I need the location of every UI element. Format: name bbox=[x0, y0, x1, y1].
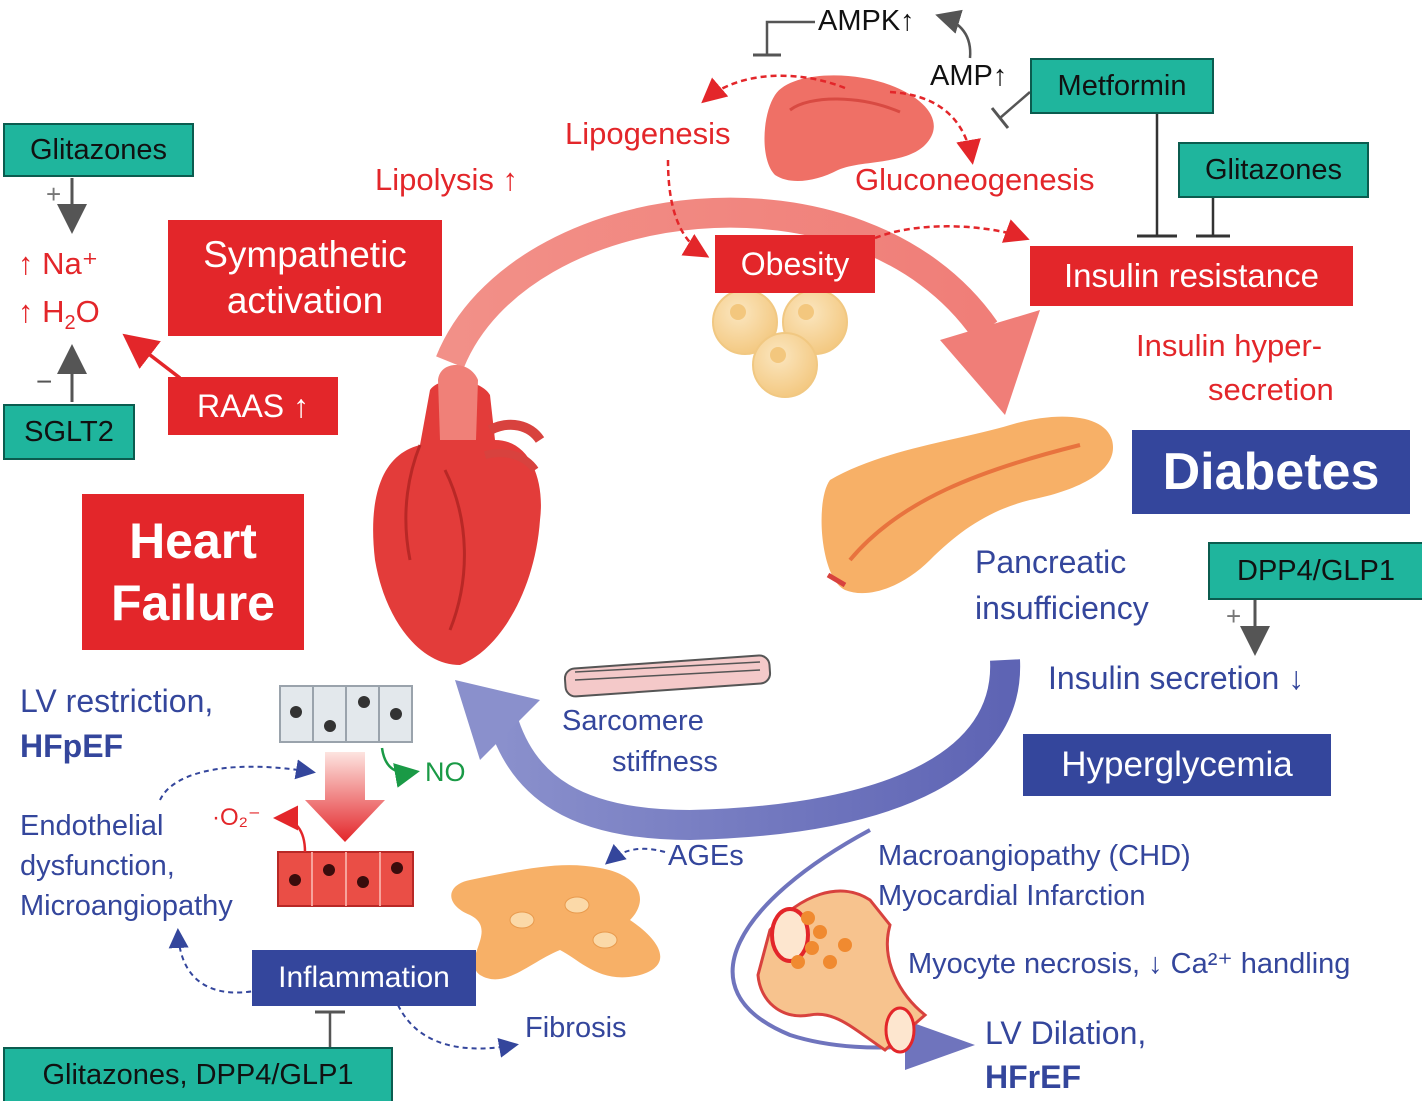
glitazones-right-box: Glitazones bbox=[1178, 142, 1369, 198]
pancreatic-label-1: Pancreatic bbox=[975, 544, 1127, 580]
pancreatic-label-2: insufficiency bbox=[975, 590, 1149, 626]
endothelium-damaged-icon bbox=[277, 851, 414, 907]
endothelial-label-2: dysfunction, bbox=[20, 850, 175, 882]
lipolysis-label: Lipolysis ↑ bbox=[375, 162, 518, 197]
heart-icon bbox=[373, 365, 545, 665]
obesity-box: Obesity bbox=[715, 235, 875, 293]
sarcomere-icon bbox=[563, 654, 772, 698]
fibroblast-icon bbox=[451, 865, 661, 980]
hfpef-label: HFpEF bbox=[20, 728, 124, 764]
amp-to-ampk-arrow bbox=[935, 9, 972, 59]
myocyte-necrosis-label: Myocyte necrosis, ↓ Ca²⁺ handling bbox=[908, 948, 1351, 980]
endothelial-label-1: Endothelial bbox=[20, 810, 164, 842]
raas-box: RAAS ↑ bbox=[168, 377, 338, 435]
water-label: ↑ H2O bbox=[18, 294, 100, 335]
sglt2-box: SGLT2 bbox=[3, 404, 135, 460]
salmon-cycle-arrow bbox=[436, 197, 1040, 415]
fibrosis-label: Fibrosis bbox=[525, 1012, 627, 1044]
lipogenesis-label: Lipogenesis bbox=[565, 116, 731, 151]
endothelial-label-3: Microangiopathy bbox=[20, 890, 233, 922]
artery-icon bbox=[756, 889, 928, 1054]
minus-sign-sglt2: − bbox=[36, 366, 53, 397]
hfref-label: HFrEF bbox=[985, 1059, 1081, 1095]
sodium-label: ↑ Na⁺ bbox=[18, 246, 99, 281]
obesity-to-insulin-resistance-arrow bbox=[874, 219, 1030, 243]
sarcomere-label-2: stiffness bbox=[612, 746, 718, 778]
ampk-label: AMPK↑ bbox=[818, 5, 915, 37]
glitazones-top-left-box: Glitazones bbox=[3, 123, 194, 177]
gluconeogenesis-label: Gluconeogenesis bbox=[855, 162, 1095, 197]
insulin-hypersecretion-label-1: Insulin hyper- bbox=[1136, 328, 1323, 363]
liver-to-lipogenesis-arrow bbox=[701, 74, 846, 104]
metformin-box: Metformin bbox=[1030, 58, 1214, 114]
lipogenesis-to-obesity-arrow bbox=[666, 159, 710, 258]
endothelium-healthy-icon bbox=[279, 685, 413, 743]
inflammation-box: Inflammation bbox=[252, 950, 476, 1006]
macroangiopathy-label: Macroangiopathy (CHD) bbox=[878, 840, 1191, 872]
dpp4-glp1-box: DPP4/GLP1 bbox=[1208, 542, 1422, 600]
glitazones-dpp4-bottom-box: Glitazones, DPP4/GLP1 bbox=[3, 1047, 393, 1101]
amp-label: AMP↑ bbox=[930, 60, 1008, 92]
sarcomere-label-1: Sarcomere bbox=[562, 705, 704, 737]
plus-sign-glitazones: + bbox=[46, 179, 62, 209]
nitric-oxide-label: NO bbox=[425, 757, 466, 787]
diabetes-box: Diabetes bbox=[1132, 430, 1410, 514]
lv-restriction-label: LV restriction, bbox=[20, 683, 214, 719]
insulin-resistance-box: Insulin resistance bbox=[1030, 246, 1353, 306]
fat-cells-icon bbox=[712, 289, 848, 398]
insulin-secretion-label: Insulin secretion ↓ bbox=[1048, 660, 1305, 696]
ages-label: AGEs bbox=[668, 840, 744, 872]
liver-to-gluconeogenesis-arrow bbox=[889, 90, 981, 165]
sympathetic-activation-box: Sympathetic activation bbox=[168, 220, 442, 336]
heart-failure-box: Heart Failure bbox=[82, 494, 304, 650]
plus-sign-dpp4: + bbox=[1226, 601, 1242, 631]
insulin-hypersecretion-label-2: secretion bbox=[1208, 372, 1334, 407]
hyperglycemia-box: Hyperglycemia bbox=[1023, 734, 1331, 796]
myocardial-infarction-label: Myocardial Infarction bbox=[878, 880, 1146, 912]
ampk-inhibition-line bbox=[765, 20, 815, 55]
superoxide-label: ·O₂⁻ bbox=[212, 804, 261, 831]
liver-icon bbox=[764, 75, 934, 182]
blue-cycle-arrow bbox=[455, 659, 1021, 1070]
lv-dilation-label: LV Dilation, bbox=[985, 1015, 1147, 1051]
pancreas-icon bbox=[821, 416, 1114, 594]
